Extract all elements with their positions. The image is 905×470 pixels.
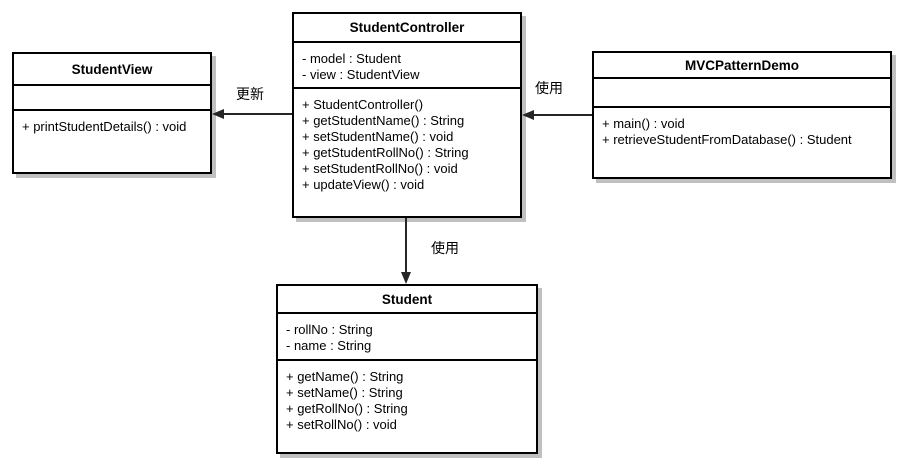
- class-box-student: Student - rollNo : String - name : Strin…: [276, 284, 538, 454]
- attributes-compartment: - model : Student - view : StudentView: [294, 43, 520, 89]
- class-box-mvcpatterndemo: MVCPatternDemo + main() : void + retriev…: [592, 51, 892, 179]
- method-line: + setStudentRollNo() : void: [302, 161, 458, 176]
- attribute-line: - rollNo : String: [286, 322, 373, 337]
- association-line-controller-to-student: [405, 218, 407, 273]
- class-box-studentcontroller: StudentController - model : Student - vi…: [292, 12, 522, 218]
- methods-compartment: + getName() : String + setName() : Strin…: [278, 361, 536, 452]
- method-line: + StudentController(): [302, 97, 424, 112]
- attributes-compartment: [594, 79, 890, 108]
- methods-compartment: + printStudentDetails() : void: [14, 111, 210, 172]
- method-line: + getStudentName() : String: [302, 113, 465, 128]
- attributes-compartment: [14, 86, 210, 111]
- edge-label-use-bottom: 使用: [431, 240, 459, 256]
- attribute-line: - model : Student: [302, 51, 401, 66]
- attribute-line: - view : StudentView: [302, 67, 420, 82]
- method-line: + updateView() : void: [302, 177, 425, 192]
- methods-compartment: + StudentController() + getStudentName()…: [294, 89, 520, 216]
- method-line: + setStudentName() : void: [302, 129, 454, 144]
- method-line: + main() : void: [602, 116, 685, 131]
- edge-label-update: 更新: [236, 86, 264, 102]
- method-line: + getName() : String: [286, 369, 404, 384]
- class-name-mvcpatterndemo: MVCPatternDemo: [594, 53, 890, 79]
- methods-compartment: + main() : void + retrieveStudentFromDat…: [594, 108, 890, 177]
- class-name-studentcontroller: StudentController: [294, 14, 520, 43]
- arrowhead-down-icon: [401, 272, 411, 284]
- arrowhead-left-icon: [212, 109, 224, 119]
- method-line: + setName() : String: [286, 385, 403, 400]
- class-box-studentview: StudentView + printStudentDetails() : vo…: [12, 52, 212, 174]
- attributes-compartment: - rollNo : String - name : String: [278, 314, 536, 361]
- method-line: + getRollNo() : String: [286, 401, 408, 416]
- method-line: + retrieveStudentFromDatabase() : Studen…: [602, 132, 852, 147]
- method-line: + getStudentRollNo() : String: [302, 145, 469, 160]
- attribute-line: - name : String: [286, 338, 372, 353]
- association-line-demo-to-controller: [533, 114, 592, 116]
- class-name-student: Student: [278, 286, 536, 314]
- method-line: + setRollNo() : void: [286, 417, 397, 432]
- arrowhead-left-icon: [522, 110, 534, 120]
- method-line: + printStudentDetails() : void: [22, 119, 187, 134]
- edge-label-use-right: 使用: [535, 80, 563, 96]
- class-name-studentview: StudentView: [14, 54, 210, 86]
- association-line-controller-to-view: [223, 113, 292, 115]
